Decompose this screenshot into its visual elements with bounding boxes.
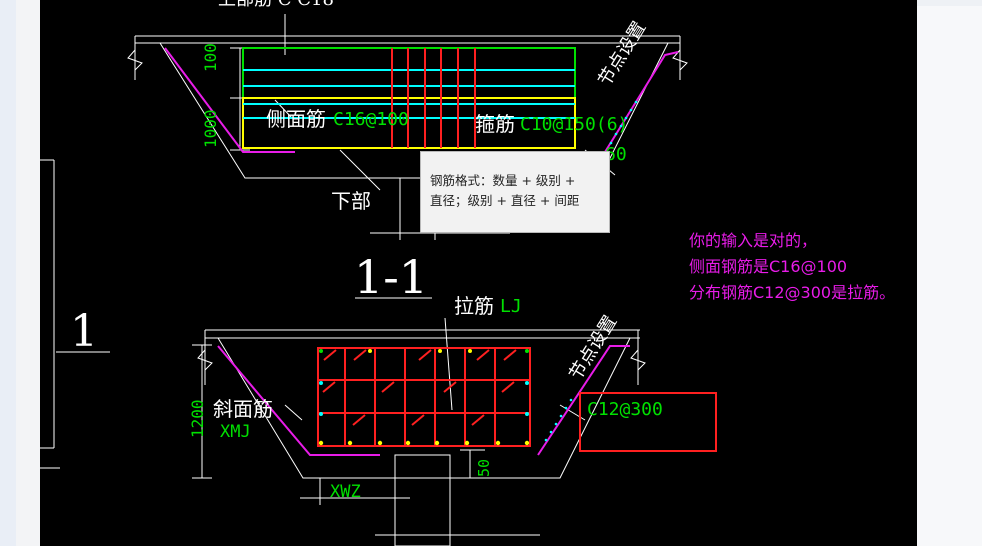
cad-drawing-canvas: 上部筋 C C18 100 1000 侧面筋 C16@100 箍筋 C10@15… xyxy=(40,0,917,546)
xwz-label: XWZ xyxy=(330,482,361,502)
dim-50-label: 50 xyxy=(475,458,493,477)
dim-1000-label: 1000 xyxy=(201,109,220,148)
right-panel xyxy=(917,0,982,546)
tooltip-line-2: 直径；级别 + 直径 + 间距 xyxy=(430,193,580,208)
cad-linework xyxy=(40,14,688,546)
section-title: 1-1 xyxy=(354,250,429,304)
slope-bar-code: XMJ xyxy=(220,422,251,442)
stirrup-label: 箍筋 xyxy=(475,112,515,136)
answer-note: 你的输入是对的， 侧面钢筋是C16@100 分布钢筋C12@300是拉筋。 xyxy=(689,228,895,306)
side-bar-label: 侧面筋 xyxy=(266,107,326,131)
section-marker: 1 xyxy=(70,306,98,357)
rebar-format-tooltip: 钢筋格式：数量 + 级别 + 直径；级别 + 直径 + 间距 xyxy=(420,151,610,233)
tooltip-line-1: 钢筋格式：数量 + 级别 + xyxy=(430,173,576,188)
slope-bar-label: 斜面筋 xyxy=(213,397,273,421)
note-line-1: 你的输入是对的， xyxy=(689,231,818,250)
bottom-bar-label: 下部 xyxy=(331,189,371,213)
tie-bar-value: LJ xyxy=(500,296,522,317)
side-bar-value: C16@100 xyxy=(333,109,409,130)
tie-spec-label: C12@300 xyxy=(587,399,663,420)
tie-bar-label: 拉筋 xyxy=(454,294,494,318)
note-line-2: 侧面钢筋是C16@100 xyxy=(689,257,848,276)
dim-1200-label: 1200 xyxy=(188,399,207,438)
stirrup-value: C10@150(6) xyxy=(520,114,629,135)
left-sidebar-strip xyxy=(0,0,16,546)
dim-100-label: 100 xyxy=(201,43,220,72)
angle-60-label: 60 xyxy=(605,144,627,165)
note-line-3: 分布钢筋C12@300是拉筋。 xyxy=(689,283,896,302)
highlight-box xyxy=(579,392,717,452)
top-bar-label: 上部筋 C C18 xyxy=(218,0,334,9)
